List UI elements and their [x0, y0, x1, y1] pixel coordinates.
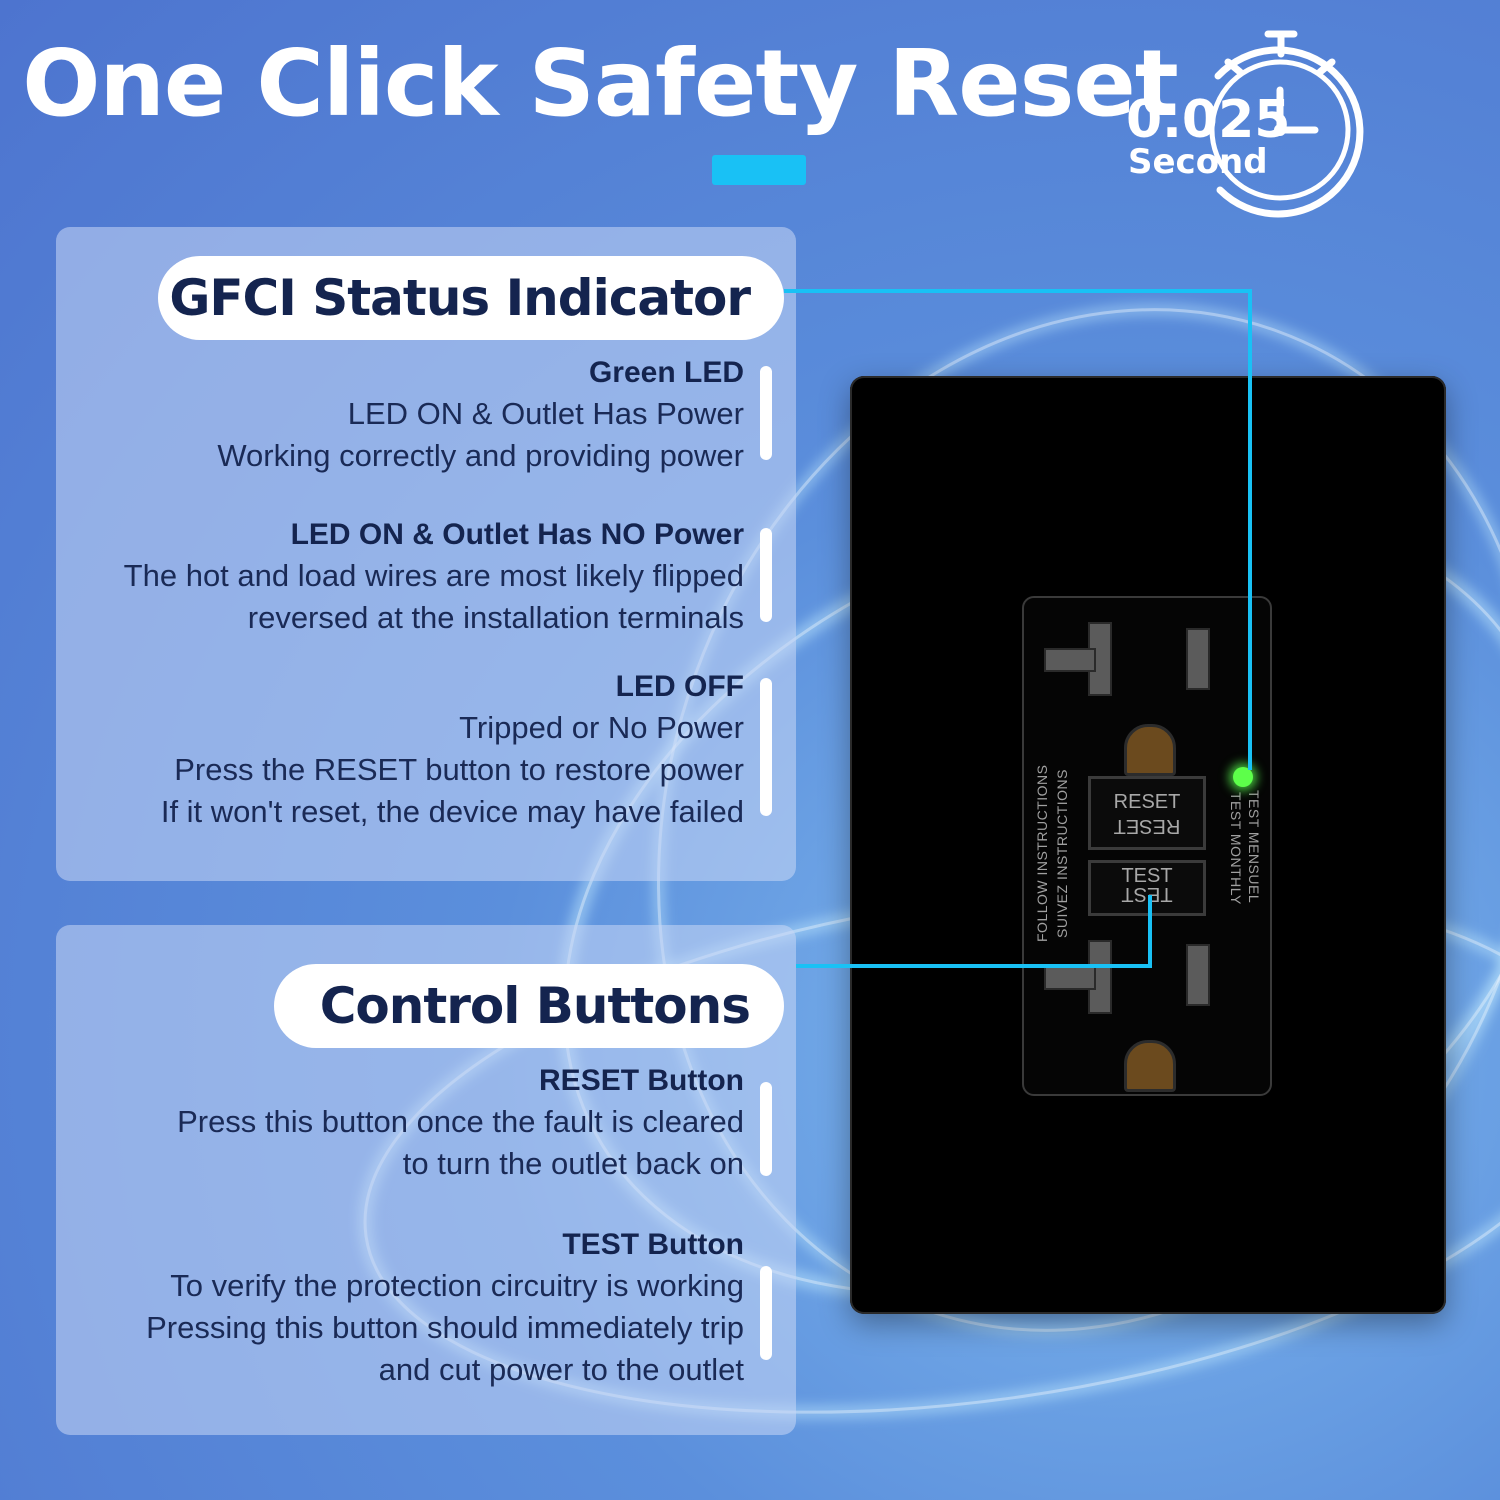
- control-item-line: to turn the outlet back on: [402, 1146, 744, 1181]
- reset-time-value: 0.025: [1126, 90, 1291, 150]
- status-item-line: Tripped or No Power: [459, 710, 744, 745]
- status-item-line: reversed at the installation terminals: [247, 600, 744, 635]
- hot-slot-upper: [1186, 628, 1210, 690]
- test-button-label: TEST: [1121, 865, 1173, 887]
- reset-time-unit: Second: [1128, 142, 1268, 182]
- control-item-test: TEST Button To verify the protection cir…: [146, 1225, 744, 1391]
- control-item-line: and cut power to the outlet: [378, 1352, 744, 1387]
- suivez-instructions-text: SUIVEZ INSTRUCTIONS: [1054, 769, 1070, 938]
- status-item-line: If it won't reset, the device may have f…: [160, 794, 744, 829]
- stopwatch-icon: [1209, 30, 1364, 218]
- hot-slot-lower: [1186, 944, 1210, 1006]
- status-item-accent-bar: [760, 366, 772, 460]
- status-panel-title: GFCI Status Indicator: [158, 256, 784, 340]
- status-item-line: LED ON & Outlet Has Power: [347, 396, 744, 431]
- reset-time-badge: 0.025 Second: [1110, 20, 1370, 220]
- test-monthly-text: TEST MONTHLY: [1228, 792, 1244, 905]
- neutral-t-slot-upper: [1044, 648, 1096, 672]
- reset-button-label: RESET: [1113, 791, 1181, 813]
- status-item-heading: LED ON & Outlet Has NO Power: [290, 518, 744, 551]
- status-item-no-power: LED ON & Outlet Has NO Power The hot and…: [124, 515, 744, 639]
- controls-panel-title: Control Buttons: [274, 964, 784, 1048]
- status-item-line: Press the RESET button to restore power: [174, 752, 744, 787]
- control-item-heading: TEST Button: [562, 1228, 744, 1261]
- test-mensuel-text: TEST MENSUEL: [1246, 790, 1262, 904]
- status-item-heading: Green LED: [588, 356, 744, 389]
- title-underline-bar: [712, 155, 806, 185]
- reset-button[interactable]: RESET RESET: [1088, 776, 1206, 850]
- control-item-reset: RESET Button Press this button once the …: [177, 1061, 744, 1185]
- control-item-accent-bar: [760, 1266, 772, 1360]
- ground-hole-upper: [1124, 724, 1176, 776]
- follow-instructions-text: FOLLOW INSTRUCTIONS: [1034, 764, 1050, 942]
- status-item-line: Working correctly and providing power: [217, 438, 744, 473]
- page-title: One Click Safety Reset: [22, 30, 1179, 137]
- status-item-green-led: Green LED LED ON & Outlet Has Power Work…: [217, 353, 744, 477]
- control-item-line: Press this button once the fault is clea…: [177, 1104, 744, 1139]
- ground-hole-lower: [1124, 1040, 1176, 1092]
- status-item-led-off: LED OFF Tripped or No Power Press the RE…: [161, 667, 744, 833]
- control-item-heading: RESET Button: [539, 1064, 744, 1097]
- status-item-heading: LED OFF: [615, 670, 744, 703]
- control-item-accent-bar: [760, 1082, 772, 1176]
- test-button-label-inverted: TEST: [1121, 883, 1173, 905]
- status-led: [1233, 767, 1253, 787]
- test-button[interactable]: TEST TEST: [1088, 860, 1206, 916]
- neutral-t-slot-lower: [1044, 966, 1096, 990]
- control-item-line: Pressing this button should immediately …: [146, 1310, 744, 1345]
- status-item-accent-bar: [760, 528, 772, 622]
- status-item-line: The hot and load wires are most likely f…: [123, 558, 744, 593]
- reset-button-label-inverted: RESET: [1113, 815, 1181, 837]
- control-item-line: To verify the protection circuitry is wo…: [170, 1268, 744, 1303]
- status-item-accent-bar: [760, 678, 772, 816]
